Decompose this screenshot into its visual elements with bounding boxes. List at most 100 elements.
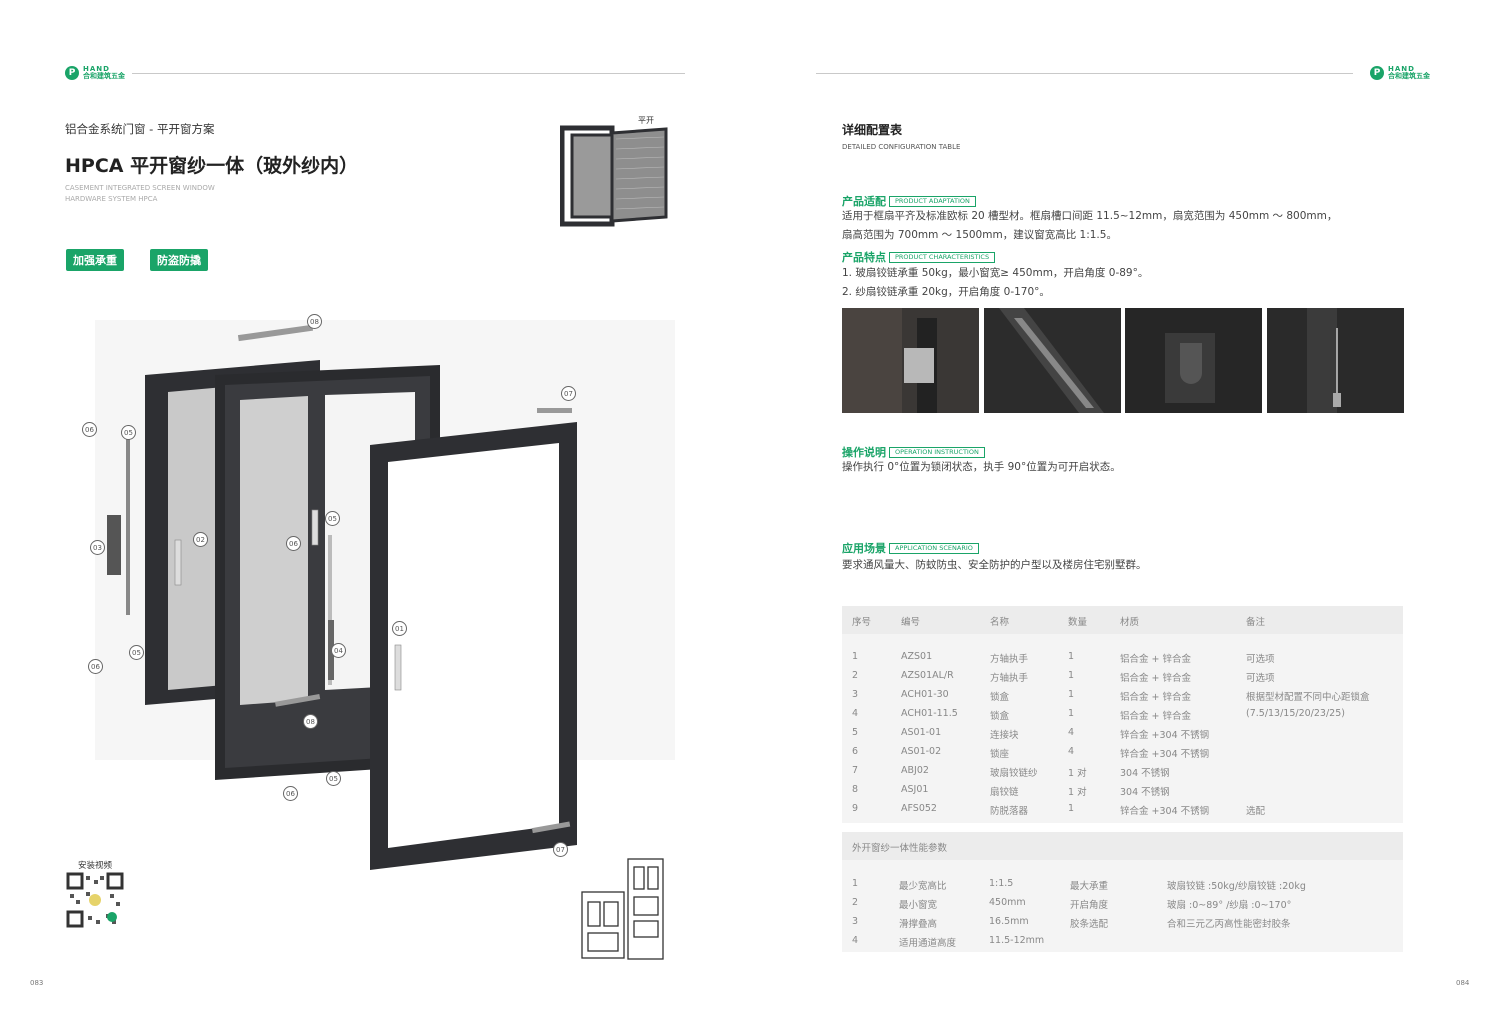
table-cell: 胶条选配 [1070, 919, 1109, 930]
brand-mark-icon: P [1370, 66, 1384, 80]
table-cell: 玻扇铰链纱 [990, 768, 1038, 779]
table-cell: ABJ02 [901, 765, 929, 776]
table-cell: 7 [852, 765, 859, 776]
parts-table-header: 序号 编号 名称 数量 材质 备注 [842, 606, 1403, 634]
feature-tag-load: 加强承重 [66, 249, 124, 271]
table-cell: 方轴执手 [990, 654, 1029, 665]
table-cell: 5 [852, 727, 859, 738]
detail-photo-screen-hinge [1267, 308, 1404, 413]
callout-01: 01 [392, 621, 407, 636]
adaptation-line-2: 扇高范围为 700mm ～ 1500mm，建议窗宽高比 1:1.5。 [842, 229, 1117, 241]
config-heading: 详细配置表 [842, 123, 903, 137]
qr-label: 安装视频 [78, 861, 113, 871]
table-cell: 1 [852, 878, 859, 889]
table-cell: 防脱落器 [990, 806, 1029, 817]
col-header: 序号 [852, 617, 872, 628]
callout-02: 02 [193, 532, 208, 547]
brand-name-cn: 合和建筑五金 [1388, 72, 1430, 80]
table-cell: AS01-02 [901, 746, 942, 757]
col-header: 材质 [1120, 617, 1140, 628]
table-cell: 4 [1068, 746, 1075, 757]
thumb-label: 平开 [638, 116, 654, 125]
table-cell: 4 [852, 935, 859, 946]
table-cell: 铝合金 + 锌合金 [1120, 692, 1191, 703]
col-header: 备注 [1246, 617, 1266, 628]
table-cell: 304 不锈钢 [1120, 787, 1170, 798]
callout-05-c: 05 [326, 771, 341, 786]
exploded-window-illustration [95, 320, 675, 870]
brand-logo-right: P HAND 合和建筑五金 [1370, 66, 1430, 80]
table-cell: ACH01-11.5 [901, 708, 958, 719]
table-cell: 合和三元乙丙高性能密封胶条 [1167, 919, 1291, 930]
table-cell: 4 [1068, 727, 1075, 738]
header-rule-left [132, 73, 685, 74]
table-cell: 最大承重 [1070, 881, 1109, 892]
table-cell: 6 [852, 746, 859, 757]
callout-03: 03 [90, 540, 105, 555]
subtitle-en-1: CASEMENT INTEGRATED SCREEN WINDOW [65, 184, 215, 192]
section-application-title: 应用场景 APPLICATION SCENARIO [842, 540, 979, 556]
callout-05-b: 05 [325, 511, 340, 526]
qr-code-icon[interactable] [66, 872, 124, 928]
table-cell: 16.5mm [989, 916, 1029, 927]
detail-photo-hinge [842, 308, 979, 413]
table-cell: 1 [1068, 708, 1075, 719]
table-cell: 锁座 [990, 749, 1010, 760]
section-operation-title: 操作说明 OPERATION INSTRUCTION [842, 444, 985, 460]
detail-photo-lock-keeper [1125, 308, 1262, 413]
table-cell: 450mm [989, 897, 1026, 908]
table-cell: 1 [1068, 651, 1075, 662]
table-cell: AS01-01 [901, 727, 942, 738]
table-cell: (7.5/13/15/20/23/25) [1246, 708, 1345, 719]
table-cell: AZS01AL/R [901, 670, 954, 681]
table-cell: 2 [852, 897, 859, 908]
table-cell: 玻扇铰链 :50kg/纱扇铰链 :20kg [1167, 881, 1306, 892]
config-heading-en: DETAILED CONFIGURATION TABLE [842, 143, 961, 151]
detail-photo-lock-strip [984, 308, 1121, 413]
table-cell: ACH01-30 [901, 689, 949, 700]
table-cell: 1 [852, 651, 859, 662]
table-cell: 3 [852, 916, 859, 927]
table-cell: 铝合金 + 锌合金 [1120, 711, 1191, 722]
callout-06-b: 06 [286, 536, 301, 551]
table-cell: 8 [852, 784, 859, 795]
header-rule-right [816, 73, 1353, 74]
table-cell: 选配 [1246, 806, 1266, 817]
adaptation-line-1: 适用于框扇平齐及标准欧标 20 槽型材。框扇槽口间距 11.5~12mm，扇宽范… [842, 210, 1338, 222]
table-cell: 2 [852, 670, 859, 681]
characteristics-line-1: 1. 玻扇铰链承重 50kg，最小窗宽≥ 450mm，开启角度 0-89°。 [842, 267, 1149, 279]
table-cell: 适用通道高度 [899, 938, 957, 949]
section-characteristics-title: 产品特点 PRODUCT CHARACTERISTICS [842, 249, 996, 265]
table-cell: 锁盒 [990, 711, 1010, 722]
brand-name-cn: 合和建筑五金 [83, 72, 125, 80]
page-number-left: 083 [30, 979, 44, 987]
table-cell: 1:1.5 [989, 878, 1014, 889]
brand-logo-left: P HAND 合和建筑五金 [65, 66, 125, 80]
brand-name-en: HAND [1388, 65, 1415, 73]
table-cell: 开启角度 [1070, 900, 1109, 911]
table-cell: 扇铰链 [990, 787, 1019, 798]
feature-tag-antitheft: 防盗防撬 [150, 249, 208, 271]
callout-07-top: 07 [561, 386, 576, 401]
table-cell: 4 [852, 708, 859, 719]
brand-name-en: HAND [83, 65, 110, 73]
table-cell: 滑撑叠高 [899, 919, 938, 930]
table-cell: 1 对 [1068, 787, 1087, 798]
callout-05-a: 05 [121, 425, 136, 440]
table-cell: 最少宽高比 [899, 881, 947, 892]
table-cell: 锁盒 [990, 692, 1010, 703]
table-cell: 1 [1068, 689, 1075, 700]
table-cell: 锌合金 +304 不锈钢 [1120, 730, 1210, 741]
table-cell: 锌合金 +304 不锈钢 [1120, 806, 1210, 817]
characteristics-line-2: 2. 纱扇铰链承重 20kg，开启角度 0-170°。 [842, 286, 1050, 298]
table-cell: 1 [1068, 670, 1075, 681]
col-header: 编号 [901, 617, 921, 628]
subtitle-en-2: HARDWARE SYSTEM HPCA [65, 195, 158, 203]
performance-table-title: 外开窗纱一体性能参数 [852, 843, 948, 854]
